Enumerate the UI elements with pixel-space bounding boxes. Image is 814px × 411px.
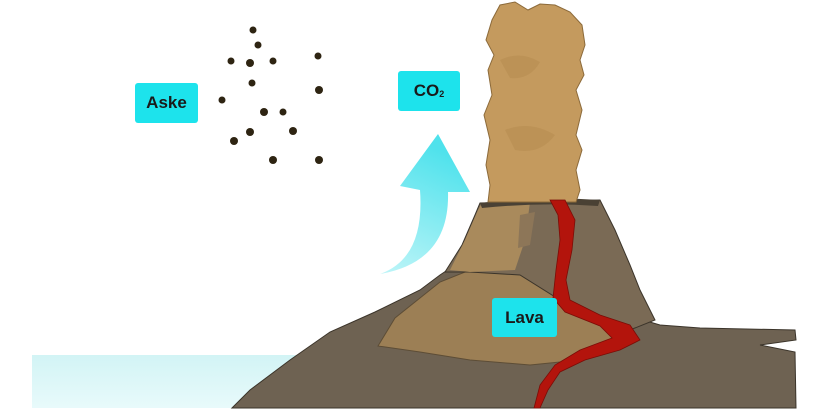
ash-particles — [218, 26, 323, 164]
ash-plume — [483, 1, 586, 203]
lava-label: Lava — [492, 298, 557, 337]
water — [32, 355, 320, 408]
co2-label-subscript: 2 — [439, 89, 445, 99]
ash-label-text: Aske — [146, 93, 187, 112]
co2-arrow — [380, 134, 470, 274]
lava-label-text: Lava — [505, 307, 544, 327]
ash-label: Aske — [135, 83, 198, 123]
co2-label-text: CO — [413, 81, 440, 100]
cone-light-face — [450, 202, 530, 272]
